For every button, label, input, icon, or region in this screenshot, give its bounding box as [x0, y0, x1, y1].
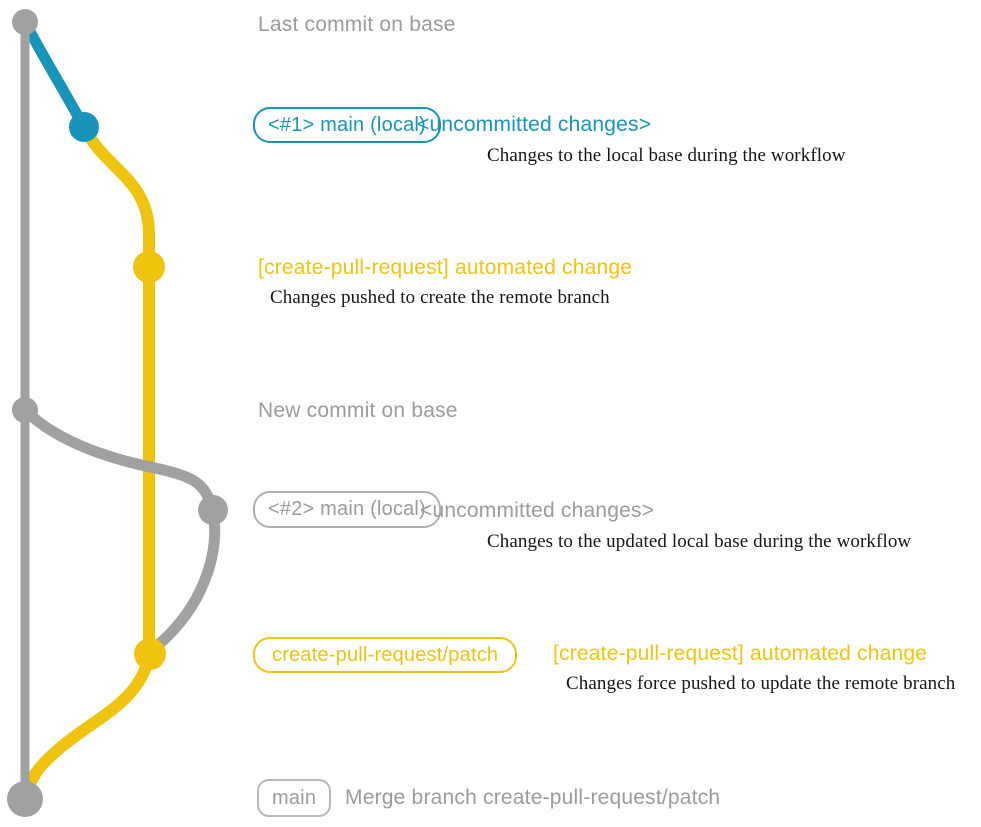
commit-message-uncommitted-1: <uncommitted changes> — [417, 113, 652, 136]
commit-node-new-base — [12, 397, 38, 423]
commit-message-uncommitted-2: <uncommitted changes> — [420, 499, 655, 522]
gray-branch-curve-out — [19, 404, 219, 516]
caption-local-base-changes-1: Changes to the local base during the wor… — [487, 145, 846, 166]
commit-node-local-1 — [69, 112, 99, 142]
commit-node-merge — [7, 781, 43, 817]
branch-label-main-local-1: <#1> main (local) — [253, 107, 441, 143]
commit-message-automated-change-2: [create-pull-request] automated change — [553, 642, 928, 665]
yellow-branch-curve — [20, 121, 155, 803]
commit-node-push-2 — [134, 638, 166, 670]
commit-message-merge-branch: Merge branch create-pull-request/patch — [345, 786, 721, 809]
blue-branch-curve — [19, 16, 90, 133]
caption-local-base-changes-2: Changes to the updated local base during… — [487, 531, 912, 552]
commit-node-local-2 — [198, 495, 228, 525]
commit-node-last-base — [12, 9, 38, 35]
annotation-new-commit-on-base: New commit on base — [258, 399, 458, 422]
caption-push-create-remote-branch: Changes pushed to create the remote bran… — [270, 287, 610, 308]
branch-label-main-local-2: <#2> main (local) — [253, 491, 441, 528]
annotation-last-commit-on-base: Last commit on base — [258, 13, 456, 36]
branch-label-main: main — [257, 779, 332, 817]
caption-force-push-update-remote-branch: Changes force pushed to update the remot… — [566, 673, 956, 694]
commit-node-push-1 — [133, 251, 165, 283]
branch-label-create-pull-request-patch: create-pull-request/patch — [253, 637, 518, 673]
commit-message-automated-change-1: [create-pull-request] automated change — [258, 256, 633, 279]
gray-branch-curve-back — [146, 504, 221, 656]
